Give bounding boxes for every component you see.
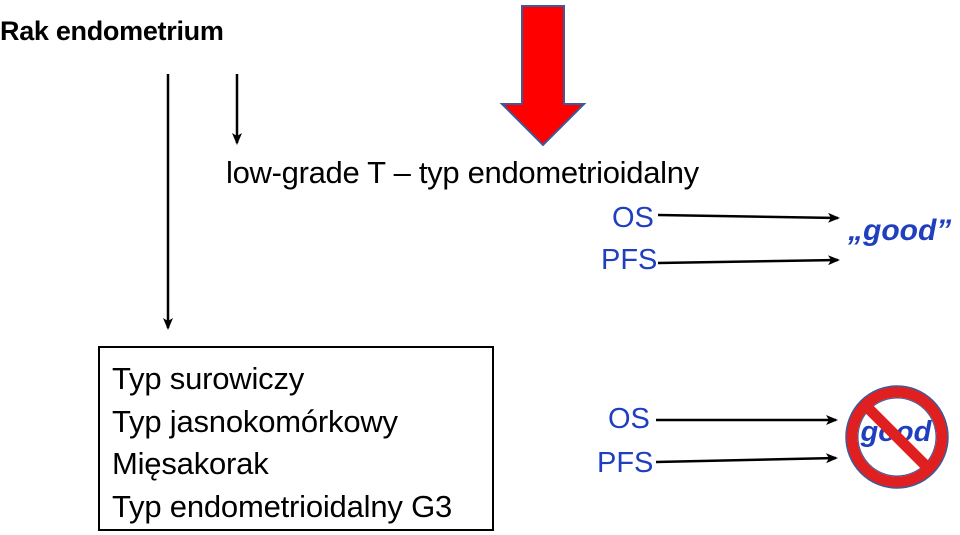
red-down-arrow-icon xyxy=(499,5,587,147)
low-grade-outcome-good: „good” xyxy=(848,214,952,247)
type-item-endometrioid-g3: Typ endometrioidalny G3 xyxy=(112,488,453,524)
high-risk-types-box: Typ surowiczy Typ jasnokomórkowy Mięsako… xyxy=(98,346,494,531)
low-grade-os-label: OS xyxy=(612,202,654,234)
type-item-clear-cell: Typ jasnokomórkowy xyxy=(112,403,398,439)
type-item-serous: Typ surowiczy xyxy=(112,361,305,396)
low-grade-os-arrow xyxy=(657,212,840,223)
low-grade-pfs-label: PFS xyxy=(601,244,658,276)
low-grade-heading: low-grade T – typ endometrioidalny xyxy=(226,155,699,190)
high-risk-pfs-arrow xyxy=(655,453,838,464)
high-risk-pfs-label: PFS xyxy=(597,447,654,479)
diagram-title: Rak endometrium xyxy=(0,16,224,46)
low-grade-pfs-arrow xyxy=(657,255,840,266)
high-risk-os-label: OS xyxy=(608,403,650,435)
no-sign-icon xyxy=(845,385,949,489)
type-item-carcinosarcoma: Mięsakorak xyxy=(112,446,269,481)
